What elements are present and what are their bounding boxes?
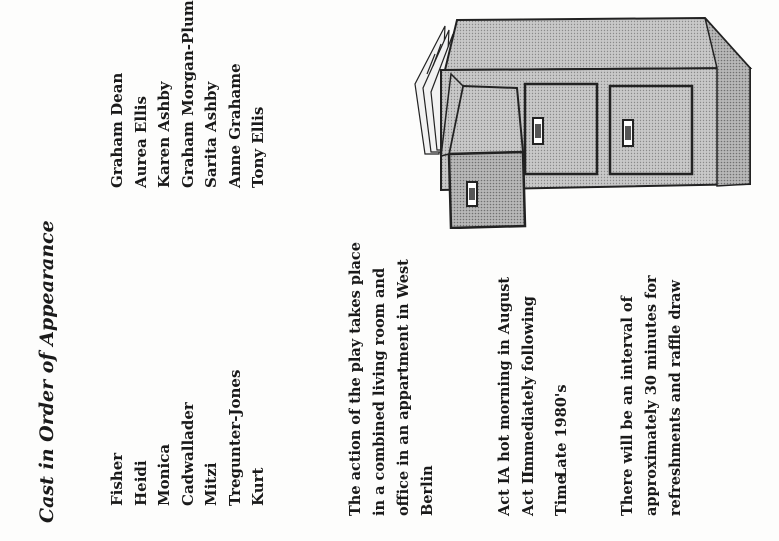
cast-characters: Fisher Heidi Monica Cadwallader Mitzi Tr… bbox=[106, 370, 271, 506]
interval-line: approximately 30 minutes for bbox=[643, 275, 660, 516]
cast-character: Kurt bbox=[249, 467, 267, 506]
cast-actor: Sarita Ashby bbox=[202, 81, 220, 188]
setting-line: office in an appartment in West bbox=[395, 259, 412, 516]
cast-character: Heidi bbox=[131, 460, 150, 506]
cast-actor: Karen Ashby bbox=[155, 81, 173, 188]
cast-actor: Anne Grahame bbox=[225, 63, 244, 188]
cast-character: Cadwallader bbox=[178, 402, 197, 506]
cast-character: Mitzi bbox=[202, 462, 220, 506]
drawer-1-front bbox=[447, 150, 527, 229]
setting-line: The action of the play takes place bbox=[347, 242, 364, 516]
setting-line: Berlin bbox=[419, 465, 436, 516]
act-description: A hot morning in August bbox=[496, 276, 513, 478]
filing-cabinet-icon bbox=[414, 16, 753, 229]
cast-actors: Graham Dean Aurea Ellis Karen Ashby Grah… bbox=[106, 0, 271, 188]
interval-note: There will be an interval of approximate… bbox=[616, 275, 688, 516]
setting-paragraph: The action of the play takes place in a … bbox=[344, 216, 440, 516]
cast-character: Fisher bbox=[108, 452, 126, 506]
cast-character: Monica bbox=[155, 443, 173, 506]
time-description: Late 1980's bbox=[553, 384, 570, 478]
cast-actor: Graham Morgan-Plumb bbox=[178, 0, 197, 188]
cast-actor: Tony Ellis bbox=[249, 106, 267, 188]
interval-line: refreshments and raffle draw bbox=[667, 280, 684, 516]
act-label: Act I bbox=[496, 477, 513, 516]
setting-line: in a combined living room and bbox=[371, 267, 388, 516]
interval-line: There will be an interval of bbox=[619, 296, 636, 516]
act-description: Immediately following bbox=[519, 296, 537, 478]
cast-actor: Graham Dean bbox=[108, 72, 126, 188]
cast-actor: Aurea Ellis bbox=[131, 96, 150, 188]
time-label: Time bbox=[553, 475, 570, 516]
cast-character: Tregunter-Jones bbox=[225, 369, 244, 506]
page-title: Cast in Order of Appearance bbox=[36, 220, 58, 523]
